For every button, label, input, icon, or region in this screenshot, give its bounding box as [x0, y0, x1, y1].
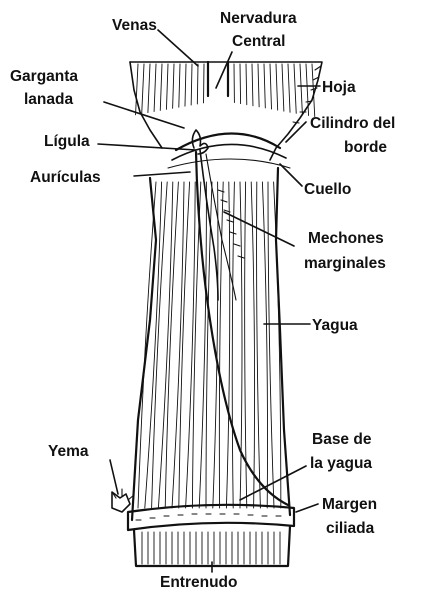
label-entrenudo: Entrenudo	[160, 574, 238, 591]
label-ligula: Lígula	[44, 133, 90, 150]
label-nervadura-line1: Nervadura	[220, 10, 297, 27]
ciliate-ring	[112, 489, 294, 530]
blade-vein	[173, 64, 174, 108]
label-yema: Yema	[48, 443, 89, 460]
blade-vein	[179, 64, 180, 107]
blade-vein	[142, 64, 144, 114]
sheath-vein	[152, 182, 168, 508]
blade-vein	[240, 64, 241, 104]
label-mechones-line1: Mechones	[308, 230, 384, 247]
labels: Venas Nervadura Central Garganta lanada …	[10, 10, 395, 591]
blade-vein	[160, 64, 162, 110]
blade-vein	[166, 64, 168, 109]
blade-vein	[148, 64, 150, 113]
label-cilindro-line1: Cilindro del	[310, 115, 395, 132]
blade-vein	[252, 64, 253, 106]
blade-vein	[197, 64, 198, 104]
collar	[168, 133, 290, 168]
sheath-vein	[251, 182, 254, 508]
blade-vein	[246, 64, 247, 105]
blade-vein	[282, 64, 284, 111]
label-auriculas: Aurículas	[30, 169, 101, 186]
label-margen-line1: Margen	[322, 496, 377, 513]
label-yagua: Yagua	[312, 317, 358, 334]
blade-vein	[258, 64, 259, 107]
sheath-vein	[232, 182, 234, 508]
label-nervadura-line2: Central	[232, 33, 285, 50]
label-base-line2: la yagua	[310, 455, 372, 472]
leaf-sheath	[132, 130, 290, 520]
sheath-vein	[268, 182, 274, 508]
label-margen-line2: ciliada	[326, 520, 375, 537]
sheath-vein	[226, 182, 229, 508]
sheath-vein	[257, 182, 261, 508]
blade-vein	[294, 64, 296, 113]
blade-vein	[288, 64, 290, 112]
blade-vein	[270, 64, 272, 109]
label-mechones-line2: marginales	[304, 255, 386, 272]
blade-vein	[191, 64, 192, 105]
label-venas: Venas	[112, 17, 157, 34]
label-base-line1: Base de	[312, 431, 372, 448]
blade-vein	[154, 64, 156, 112]
label-cuello: Cuello	[304, 181, 351, 198]
label-cilindro-line2: borde	[344, 139, 387, 156]
blade-vein	[300, 64, 302, 114]
internode	[134, 526, 290, 566]
sheath-vein	[240, 182, 242, 508]
blade-vein	[185, 64, 186, 106]
label-garganta-line2: lanada	[24, 91, 73, 108]
blade-vein	[276, 64, 278, 110]
leader-lines	[98, 30, 320, 572]
label-garganta-line1: Garganta	[10, 68, 78, 85]
blade-vein	[264, 64, 265, 108]
blade-vein	[136, 64, 138, 115]
label-hoja: Hoja	[322, 79, 356, 96]
